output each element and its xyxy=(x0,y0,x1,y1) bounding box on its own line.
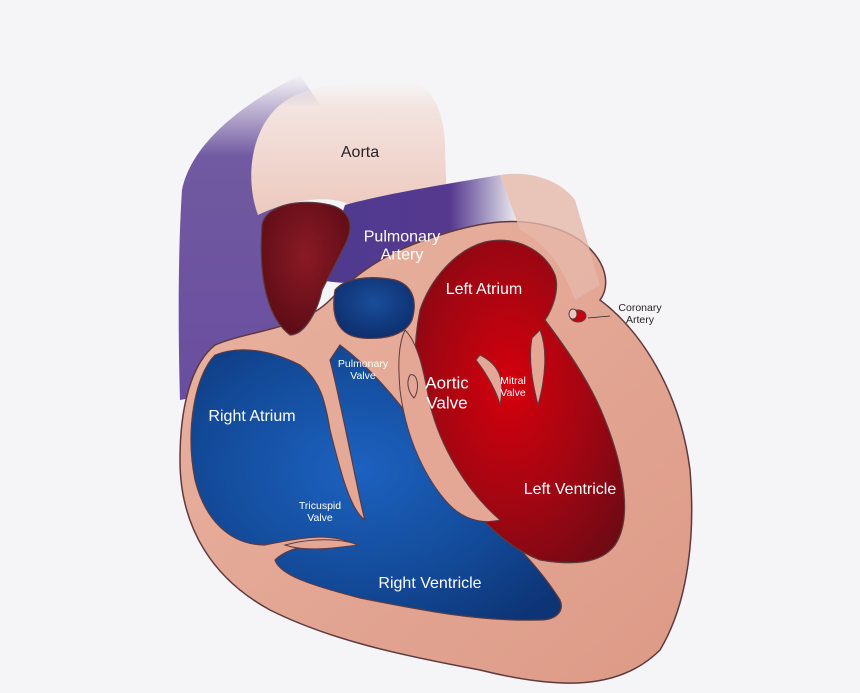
mitral-valve-leaflet xyxy=(475,354,503,406)
label-pulmonary-valve-line1: Pulmonary xyxy=(337,357,389,370)
aortic-chamber xyxy=(260,201,351,336)
septum xyxy=(398,329,502,523)
label-pulmonary-artery: Pulmonary Artery xyxy=(364,229,440,266)
label-tricuspid-valve-line2: Valve xyxy=(307,512,333,524)
label-tricuspid-valve: Tricuspid Valve xyxy=(299,500,341,524)
tricuspid-leaflet xyxy=(283,539,359,550)
label-pulmonary-valve-line2: Valve xyxy=(350,370,376,382)
label-right-atrium: Right Atrium xyxy=(208,407,296,425)
pulmonary-trunk xyxy=(320,175,520,283)
label-pulmonary-artery-line1: Pulmonary xyxy=(363,228,441,246)
label-coronary-artery-line1: Coronary xyxy=(618,301,662,314)
label-left-ventricle: Left Ventricle xyxy=(523,480,617,498)
aorta-arch xyxy=(251,79,447,215)
label-pulmonary-artery-line2: Artery xyxy=(380,247,424,264)
label-aorta: Aorta xyxy=(340,143,380,161)
label-mitral-valve-line1: Mitral xyxy=(500,374,526,387)
label-coronary-artery-line2: Artery xyxy=(625,314,654,326)
pulmonary-valve-bulb xyxy=(333,277,415,340)
right-chambers xyxy=(190,344,562,621)
label-pulmonary-valve: Pulmonary Valve xyxy=(338,358,388,382)
label-aortic-valve-line2: Valve xyxy=(426,393,468,412)
label-coronary-artery: Coronary Artery xyxy=(618,302,661,326)
label-aortic-valve-line1: Aortic xyxy=(425,373,469,393)
label-tricuspid-valve-line1: Tricuspid xyxy=(298,499,342,512)
label-aortic-valve: Aortic Valve xyxy=(425,373,468,412)
papillary-muscle xyxy=(530,329,546,407)
label-mitral-valve-line2: Valve xyxy=(500,387,526,399)
label-left-atrium: Left Atrium xyxy=(445,280,523,298)
aortic-valve-leaflet xyxy=(407,374,418,399)
label-mitral-valve: Mitral Valve xyxy=(500,375,526,399)
pulmonary-veins xyxy=(500,173,600,300)
label-right-ventricle: Right Ventricle xyxy=(378,574,482,592)
coronary-artery-vessel xyxy=(568,308,611,323)
